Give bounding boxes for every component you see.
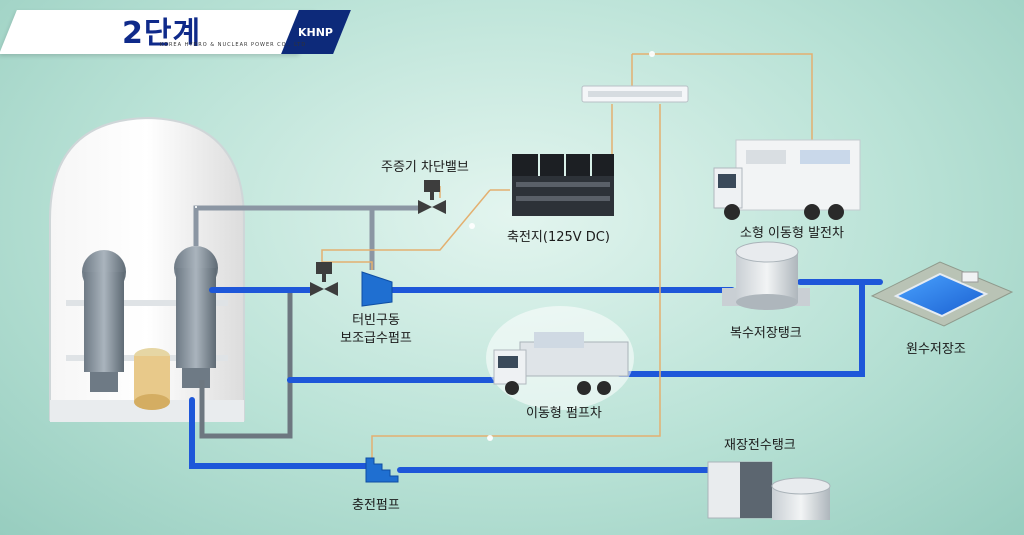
turbine-pump-label: 터빈구동 보조급수펌프: [328, 312, 424, 348]
power-line-glow: [469, 51, 655, 441]
main-steam-valve-label: 주증기 차단밸브: [381, 160, 469, 175]
company-logo: KHNP: [298, 26, 333, 39]
control-panel-icon: [581, 85, 689, 103]
turbine-pump-label-line1: 터빈구동: [352, 313, 400, 328]
generator-truck-label: 소형 이동형 발전차: [740, 226, 844, 241]
refuel-tank-label: 재장전수탱크: [724, 438, 796, 453]
battery-bank-icon: [512, 154, 614, 216]
reactor-vessel: [134, 348, 170, 410]
company-subtitle: KOREA HYDRO & NUCLEAR POWER CO., LTD: [160, 42, 307, 48]
pump-truck-label: 이동형 펌프차: [526, 406, 602, 421]
raw-water-pond-label: 원수저장조: [906, 342, 966, 357]
steam-generator-left: [82, 250, 126, 392]
raw-water-pond-icon: [870, 261, 1014, 327]
turbine-pump-label-line2: 보조급수펌프: [340, 331, 412, 346]
charging-pump-label: 충전펌프: [352, 498, 400, 513]
turbine-valve-icon: [310, 262, 338, 296]
water-lines: [189, 279, 883, 473]
generator-truck-icon: [713, 139, 861, 220]
refuel-tank-icon: [707, 461, 831, 520]
main-steam-valve-icon: [418, 180, 446, 214]
return-line: [199, 290, 293, 439]
battery-label: 축전지(125V DC): [507, 230, 610, 245]
steam-line: [193, 205, 375, 270]
stage-title: 2단계: [122, 16, 202, 51]
charging-pump-icon: [365, 457, 399, 483]
turbine-pump-icon: [361, 271, 393, 307]
steam-generator-right: [174, 246, 218, 388]
condensate-tank-label: 복수저장탱크: [730, 326, 802, 341]
pump-truck-icon: [486, 306, 634, 410]
condensate-tank-icon: [722, 241, 810, 310]
